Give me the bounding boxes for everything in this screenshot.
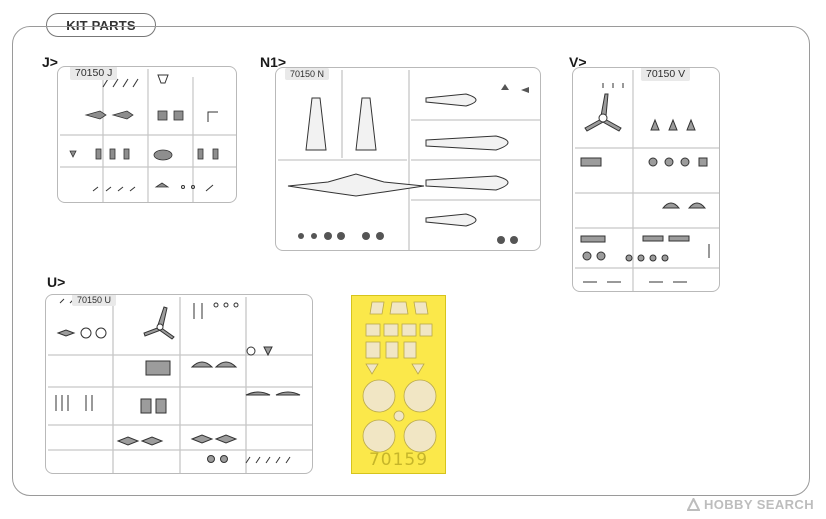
sprue-u-drawing: [48, 297, 312, 473]
kit-parts-title-text: KIT PARTS: [66, 17, 136, 33]
sprue-v: 70150 V: [572, 67, 720, 292]
kit-parts-title: KIT PARTS: [46, 13, 156, 37]
masking-sheet-code: 70159: [368, 450, 429, 470]
watermark-text: HOBBY SEARCH: [703, 497, 814, 512]
sprue-j-label: J>: [42, 54, 58, 70]
masking-sheet: 70159: [351, 295, 446, 474]
sprue-u-code: 70150 U: [72, 295, 117, 306]
masking-sheet-shapes: [362, 301, 437, 453]
kit-parts-frame: [12, 26, 810, 496]
sprue-v-drawing: [575, 70, 719, 291]
hobby-search-logo-icon: [686, 498, 700, 511]
sprue-u-label: U>: [47, 274, 66, 290]
sprue-j-drawing: [60, 69, 236, 202]
sprue-n1-drawing: [278, 70, 540, 250]
sprue-n1-label: N1>: [260, 54, 287, 70]
sprue-v-code: 70150 V: [641, 68, 691, 81]
hobby-search-watermark: HOBBY SEARCH: [686, 497, 814, 512]
sprue-j-code: 70150 J: [70, 67, 118, 80]
sprue-n1: 70150 N: [275, 67, 541, 251]
sprue-j: 70150 J: [57, 66, 237, 203]
sprue-n1-code: 70150 N: [285, 68, 330, 80]
sprue-u: 70150 U: [45, 294, 313, 474]
sprue-v-label: V>: [569, 54, 587, 70]
